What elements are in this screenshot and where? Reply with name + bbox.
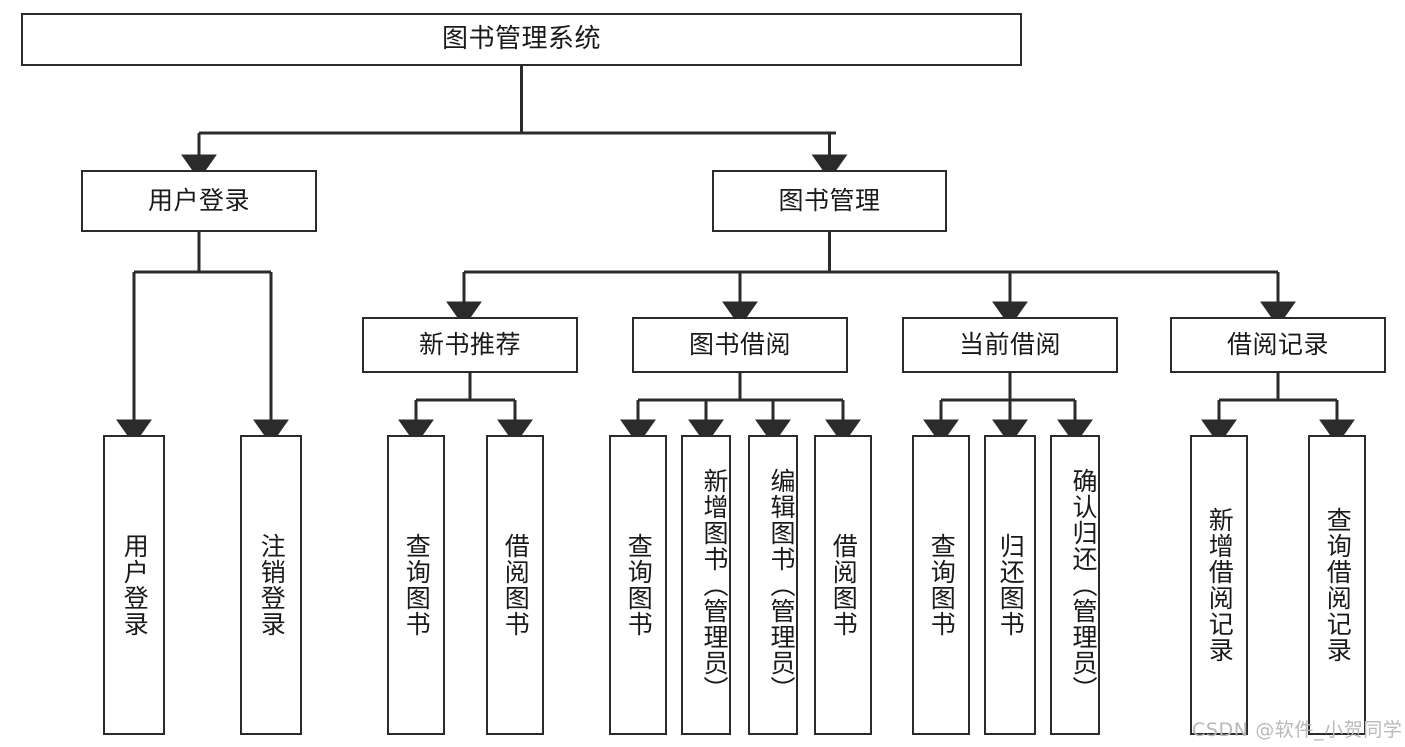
node-root-system[interactable]: 图书管理系统 [21,13,1022,66]
leaf-user-login[interactable]: 用户登录 [103,435,165,735]
leaf-borrow-book[interactable]: 借阅图书 [814,435,872,735]
node-user-login[interactable]: 用户登录 [81,170,317,232]
leaf-return-book[interactable]: 归还图书 [984,435,1036,735]
node-new-book-recommend[interactable]: 新书推荐 [362,317,578,373]
leaf-confirm-return-admin[interactable]: 确认归还（管理员） [1050,435,1100,735]
node-book-borrow[interactable]: 图书借阅 [632,317,848,373]
node-book-management[interactable]: 图书管理 [712,170,947,232]
leaf-logout[interactable]: 注销登录 [240,435,302,735]
leaf-query-borrow-record[interactable]: 查询借阅记录 [1308,435,1366,735]
node-borrow-record[interactable]: 借阅记录 [1170,317,1386,373]
leaf-edit-book-admin[interactable]: 编辑图书（管理员） [748,435,798,735]
node-current-borrow[interactable]: 当前借阅 [902,317,1118,373]
leaf-add-borrow-record[interactable]: 新增借阅记录 [1190,435,1248,735]
leaf-add-book-admin[interactable]: 新增图书（管理员） [681,435,731,735]
leaf-query-book-current[interactable]: 查询图书 [912,435,970,735]
leaf-query-book-recommend[interactable]: 查询图书 [387,435,445,735]
leaf-borrow-book-recommend[interactable]: 借阅图书 [486,435,544,735]
leaf-query-book-borrow[interactable]: 查询图书 [609,435,667,735]
